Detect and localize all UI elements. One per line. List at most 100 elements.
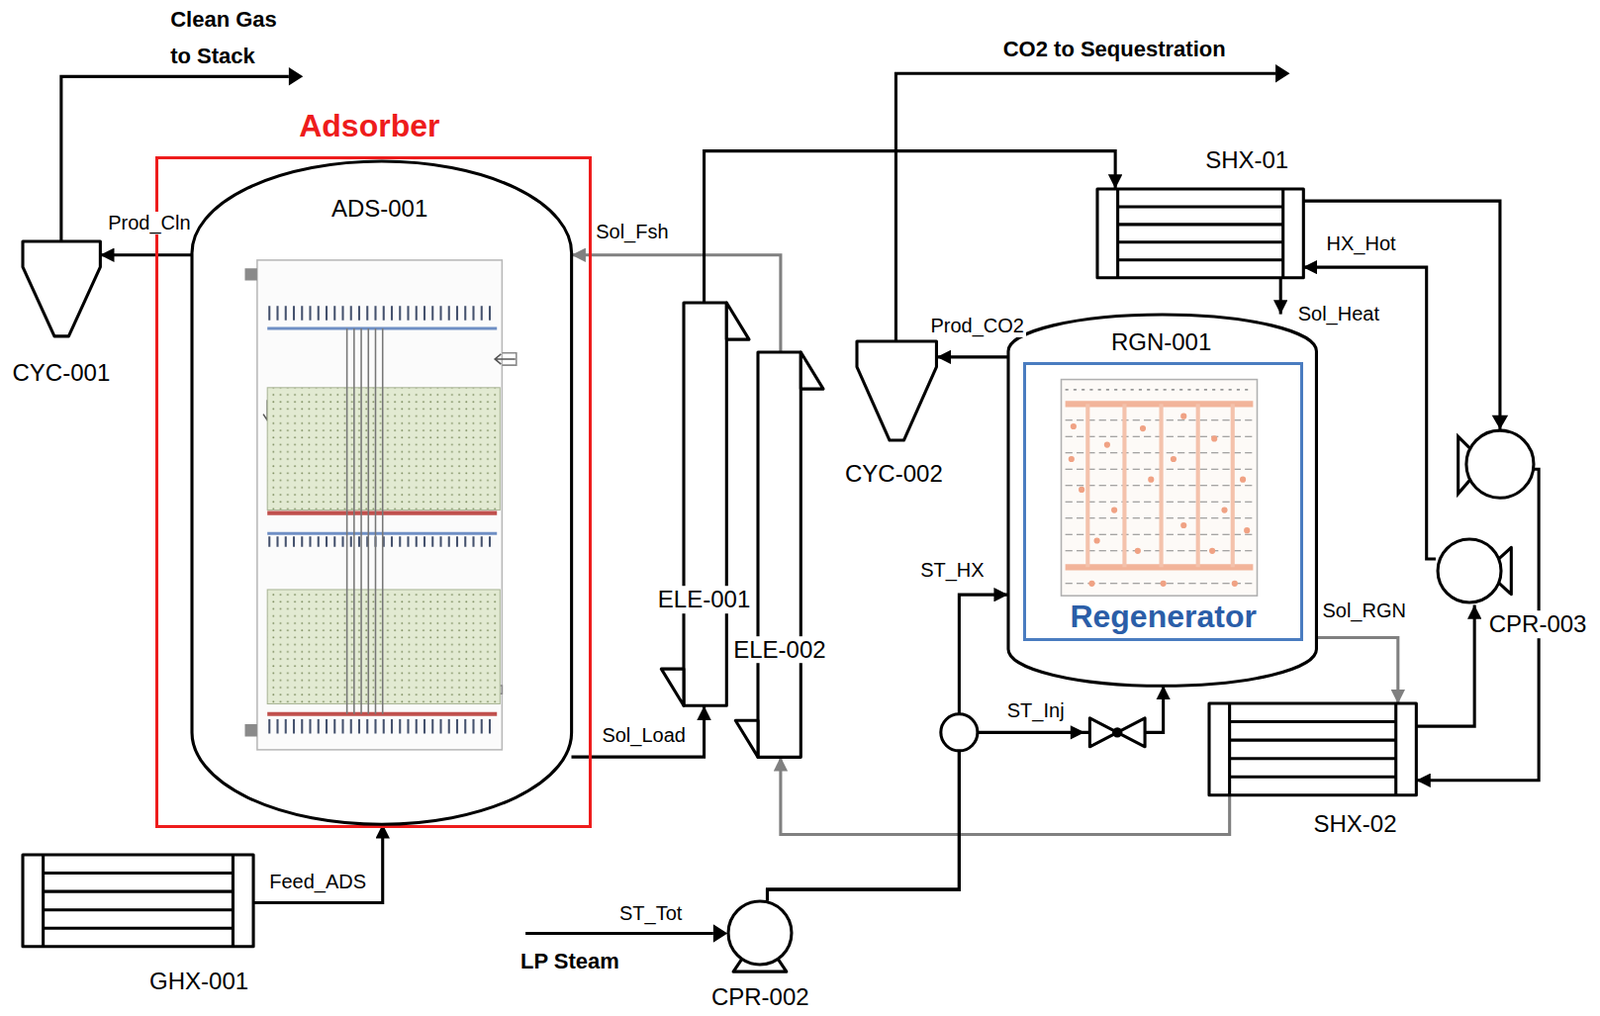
adsorber-nozzle — [245, 268, 258, 737]
stream-label: Sol_Load — [599, 724, 688, 748]
elevator-boot — [736, 720, 759, 757]
vessel-shell — [1008, 314, 1317, 686]
exchanger-shell — [22, 854, 254, 947]
equipment-tag: CPR-002 — [711, 984, 810, 1013]
stream-line — [1415, 604, 1475, 727]
distributor-nozzles — [268, 719, 497, 734]
elevator-casing — [757, 352, 801, 757]
cyclone-body — [22, 241, 100, 337]
compressor: CPR-003 — [1435, 537, 1504, 605]
stream-label: Prod_CO2 — [928, 314, 1027, 338]
downcomer-tubes — [347, 328, 383, 715]
bucket-elevator: ELE-002 — [757, 352, 801, 757]
vessel-shell — [191, 161, 572, 825]
sorbent-bed — [267, 589, 500, 704]
destination-label: Clean Gas to Stack — [170, 0, 291, 75]
stream-line — [571, 255, 781, 353]
section-title: Adsorber — [298, 108, 440, 144]
compressor-outline — [1435, 537, 1504, 605]
stream-label: Feed_ADS — [267, 870, 369, 894]
equipment-tag: CYC-001 — [12, 360, 111, 388]
equipment-tag: CPR-003 — [1487, 610, 1590, 639]
stream-line — [704, 151, 1117, 304]
bucket-elevator-outline — [757, 352, 801, 757]
regenerator-internals-frame — [1061, 379, 1258, 597]
adsorber-vessel-outline — [191, 161, 572, 825]
compressor-base — [733, 959, 787, 972]
gas-heat-exchanger: GHX-001 — [22, 854, 254, 947]
source-label: LP Steam — [520, 948, 620, 974]
stream-line — [780, 756, 1230, 835]
compressor-outline — [727, 900, 793, 966]
regenerator-heating-tubes — [1087, 403, 1232, 567]
solid-heat-exchanger: SHX-02 — [1209, 703, 1416, 796]
equipment-tag: SHX-02 — [1313, 810, 1397, 839]
compressor-casing — [728, 901, 792, 965]
elevator-head — [726, 302, 750, 340]
gas-heat-exchanger-outline — [22, 854, 254, 947]
adsorber-internals-frame — [257, 260, 503, 751]
stream-label: Sol_RGN — [1319, 599, 1408, 623]
stream-line — [767, 685, 1164, 902]
valve-stem — [1112, 727, 1123, 738]
sorbent-particles — [1068, 413, 1251, 587]
connector-group — [99, 151, 1539, 904]
compressor-inlet — [1498, 548, 1511, 595]
exchanger-shell — [1209, 703, 1416, 796]
section-title: Regenerator — [1069, 599, 1257, 635]
stream-label: ST_Tot — [619, 902, 682, 926]
arrowhead — [1070, 725, 1085, 740]
compressor-symbol — [1466, 430, 1534, 498]
cyclone: CYC-002 — [856, 341, 937, 441]
stream-line — [1279, 277, 1283, 314]
arrowhead — [288, 67, 303, 87]
regenerator-header — [1065, 403, 1254, 567]
steam-splitter — [941, 714, 978, 752]
solid-heat-exchanger-outline — [1209, 703, 1416, 796]
solid-heat-exchanger-outline — [1097, 188, 1304, 279]
bucket-elevator: ELE-001 — [683, 302, 727, 706]
stream-line — [99, 253, 192, 257]
stream-label: Sol_Heat — [1296, 302, 1382, 326]
exchanger-tubes — [1229, 703, 1397, 796]
solid-heat-exchanger: SHX-01 — [1097, 188, 1304, 279]
compressor-casing — [1437, 539, 1502, 603]
stream-line — [1303, 200, 1539, 781]
regenerator-vessel: Regenerator RGN-001 — [1008, 314, 1317, 686]
stream-line — [253, 824, 383, 903]
regenerator-section: Regenerator — [1023, 362, 1304, 641]
equipment-tag: RGN-001 — [1111, 329, 1212, 358]
arrowhead — [1275, 64, 1290, 84]
cyclone: CYC-001 — [22, 241, 100, 337]
equipment-tag: ELE-002 — [731, 636, 828, 664]
distributor-nozzles — [268, 305, 497, 320]
adsorber-section: ADS-001Adsorber — [155, 156, 592, 830]
elevator-casing — [683, 302, 727, 706]
cyclone-outline — [856, 341, 937, 441]
equipment-tag: CYC-002 — [845, 461, 943, 489]
sorbent-bed — [267, 387, 500, 511]
destination-label: CO2 to Sequestration — [1003, 36, 1226, 62]
injection-valve — [1089, 718, 1145, 748]
compressor: CPR-002 — [727, 900, 793, 966]
stream-label: HX_Hot — [1324, 232, 1399, 256]
equipment-tag: ELE-001 — [656, 585, 753, 614]
bucket-elevator-outline — [683, 302, 727, 706]
exchanger-tubes — [42, 854, 233, 947]
stream-label: Prod_Cln — [105, 211, 192, 235]
stream-line — [937, 355, 1009, 359]
stream-label: ST_Inj — [1005, 699, 1067, 723]
adsorber-vessel: ADS-001 — [191, 161, 572, 825]
elevator-boot — [660, 668, 684, 706]
exchanger-tubes — [1117, 188, 1283, 279]
equipment-tag: SHX-01 — [1205, 146, 1289, 175]
compressor-inlet — [1458, 436, 1471, 494]
cyclone-body — [856, 341, 937, 441]
stream-label: Sol_Fsh — [593, 220, 670, 244]
equipment-tag: GHX-001 — [149, 967, 249, 996]
cyclone-outline — [22, 241, 100, 337]
arrowhead — [1492, 415, 1509, 430]
